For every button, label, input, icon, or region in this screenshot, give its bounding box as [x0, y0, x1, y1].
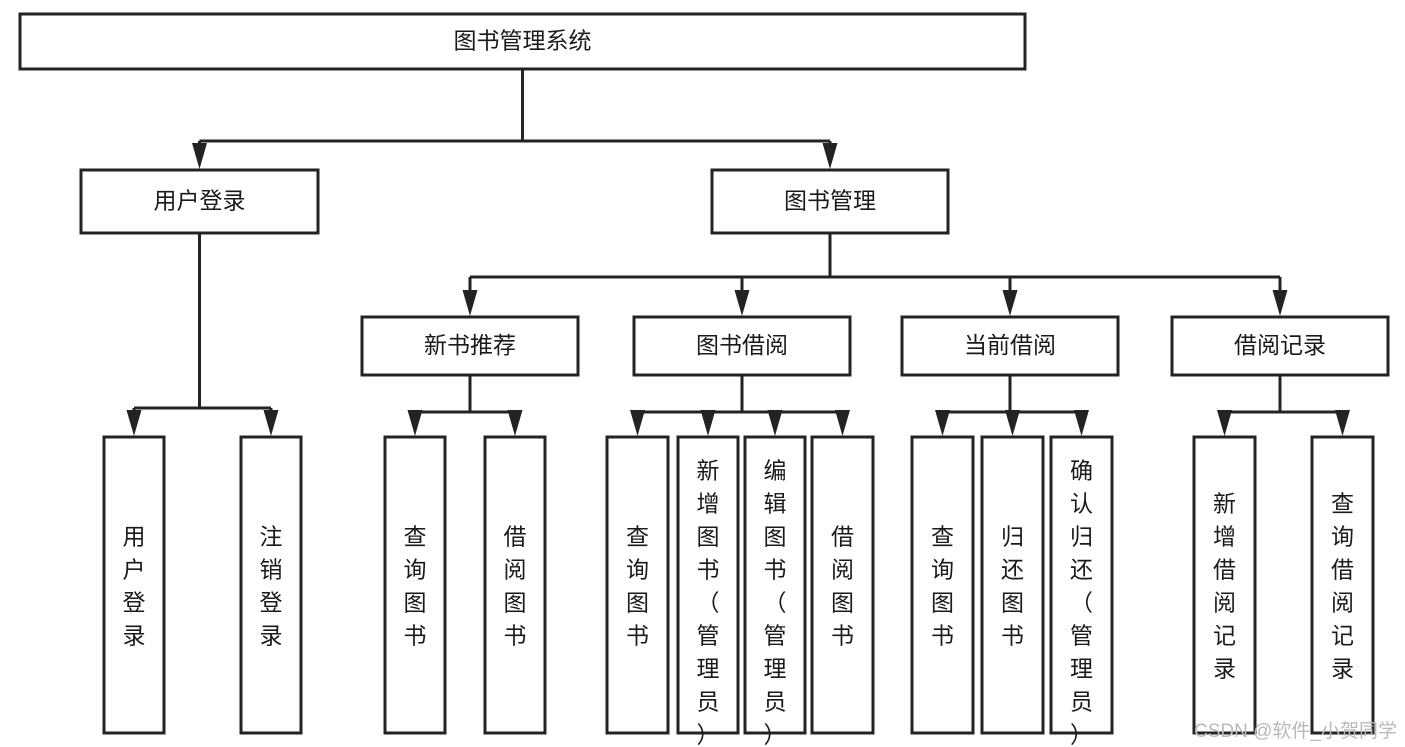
arrow-head-icon	[700, 410, 716, 436]
node-box	[483, 435, 547, 735]
node-new-book-recommend[interactable]: 新书推荐	[360, 315, 580, 377]
arrow-head-icon	[1335, 410, 1350, 436]
arrow-head-icon	[734, 290, 750, 316]
node-box	[910, 435, 975, 735]
edge-group-book-borrow	[630, 375, 850, 436]
node-label: 用户登录	[154, 188, 246, 214]
arrow-head-icon	[1002, 290, 1018, 316]
node-label: 当前借阅	[964, 332, 1056, 358]
node-leaf-confirm-return-admin[interactable]: 确认归还（管理员）	[1049, 435, 1114, 747]
arrow-head-icon	[1217, 410, 1232, 436]
node-box	[1192, 435, 1257, 735]
csdn-watermark: CSDN @软件_小贺同学	[1194, 721, 1397, 742]
node-current-borrow[interactable]: 当前借阅	[900, 315, 1120, 377]
arrow-head-icon	[462, 290, 478, 316]
arrow-head-icon	[1005, 410, 1020, 436]
arrow-head-icon	[263, 410, 279, 436]
node-label: 新书推荐	[424, 332, 516, 358]
arrow-head-icon	[407, 410, 423, 436]
nodes-layer: 图书管理系统用户登录图书管理新书推荐图书借阅当前借阅借阅记录用户登录注销登录查询…	[18, 12, 1390, 747]
node-book-borrow[interactable]: 图书借阅	[632, 315, 852, 377]
arrow-head-icon	[192, 143, 207, 169]
node-box	[79, 168, 320, 235]
node-label: 借阅图书	[504, 524, 527, 649]
node-leaf-user-login[interactable]: 用户登录	[102, 435, 166, 735]
node-box	[900, 315, 1120, 377]
arrow-head-icon	[835, 410, 850, 436]
node-leaf-borrow-book-recommend[interactable]: 借阅图书	[483, 435, 547, 735]
arrow-head-icon	[630, 410, 645, 436]
edge-group-current-borrow	[935, 375, 1089, 436]
node-leaf-query-book-current[interactable]: 查询图书	[910, 435, 975, 735]
node-label: 确认归还（管理员）	[1070, 458, 1093, 747]
node-label: 新增图书（管理员）	[697, 458, 720, 747]
arrow-head-icon	[822, 143, 838, 169]
node-box	[18, 12, 1027, 71]
arrow-head-icon	[767, 410, 783, 436]
arrow-head-icon	[935, 410, 950, 436]
node-leaf-borrow-book[interactable]: 借阅图书	[810, 435, 875, 735]
node-box	[383, 435, 447, 735]
edges-layer	[126, 69, 1350, 436]
edge-group-book-management	[462, 233, 1288, 316]
node-box	[1049, 435, 1114, 735]
node-label: 图书借阅	[696, 332, 788, 358]
node-box	[1170, 315, 1390, 377]
node-leaf-query-book-recommend[interactable]: 查询图书	[383, 435, 447, 735]
arrow-head-icon	[1272, 290, 1288, 316]
node-leaf-return-book[interactable]: 归还图书	[980, 435, 1045, 735]
node-leaf-query-borrow-record[interactable]: 查询借阅记录	[1310, 435, 1375, 735]
node-label: 用户登录	[123, 524, 146, 649]
node-box	[632, 315, 852, 377]
node-box	[1310, 435, 1375, 735]
node-borrow-record[interactable]: 借阅记录	[1170, 315, 1390, 377]
node-leaf-query-book-borrow[interactable]: 查询图书	[605, 435, 670, 735]
node-box	[102, 435, 166, 735]
node-leaf-add-borrow-record[interactable]: 新增借阅记录	[1192, 435, 1257, 735]
edge-group-new-book-recommend	[407, 375, 523, 436]
node-box	[980, 435, 1045, 735]
node-root[interactable]: 图书管理系统	[18, 12, 1027, 71]
node-box	[810, 435, 875, 735]
node-label: 图书管理	[784, 188, 876, 214]
node-leaf-edit-book-admin[interactable]: 编辑图书（管理员）	[743, 435, 807, 747]
edge-group-borrow-record	[1217, 375, 1350, 436]
node-label: 借阅记录	[1234, 332, 1326, 358]
node-user-login[interactable]: 用户登录	[79, 168, 320, 235]
node-label: 查询借阅记录	[1331, 491, 1354, 682]
node-label: 图书管理系统	[454, 28, 592, 54]
node-label: 查询图书	[404, 524, 427, 649]
arrow-head-icon	[507, 410, 523, 436]
node-box	[605, 435, 670, 735]
node-label: 新增借阅记录	[1213, 491, 1236, 682]
node-box	[743, 435, 807, 735]
node-box	[360, 315, 580, 377]
node-label: 借阅图书	[831, 524, 854, 649]
node-label: 归还图书	[1001, 524, 1024, 649]
arrow-head-icon	[1074, 410, 1089, 436]
arrow-head-icon	[126, 410, 142, 436]
node-box	[676, 435, 740, 735]
node-leaf-logout-login[interactable]: 注销登录	[239, 435, 303, 735]
edge-group-user-login	[126, 233, 279, 436]
node-label: 编辑图书（管理员）	[764, 458, 787, 747]
node-leaf-add-book-admin[interactable]: 新增图书（管理员）	[676, 435, 740, 747]
node-label: 查询图书	[931, 524, 954, 649]
node-label: 注销登录	[260, 524, 283, 649]
node-box	[239, 435, 303, 735]
node-label: 查询图书	[626, 524, 649, 649]
edge-group-root	[192, 69, 838, 169]
node-book-management[interactable]: 图书管理	[710, 168, 950, 235]
node-box	[710, 168, 950, 235]
